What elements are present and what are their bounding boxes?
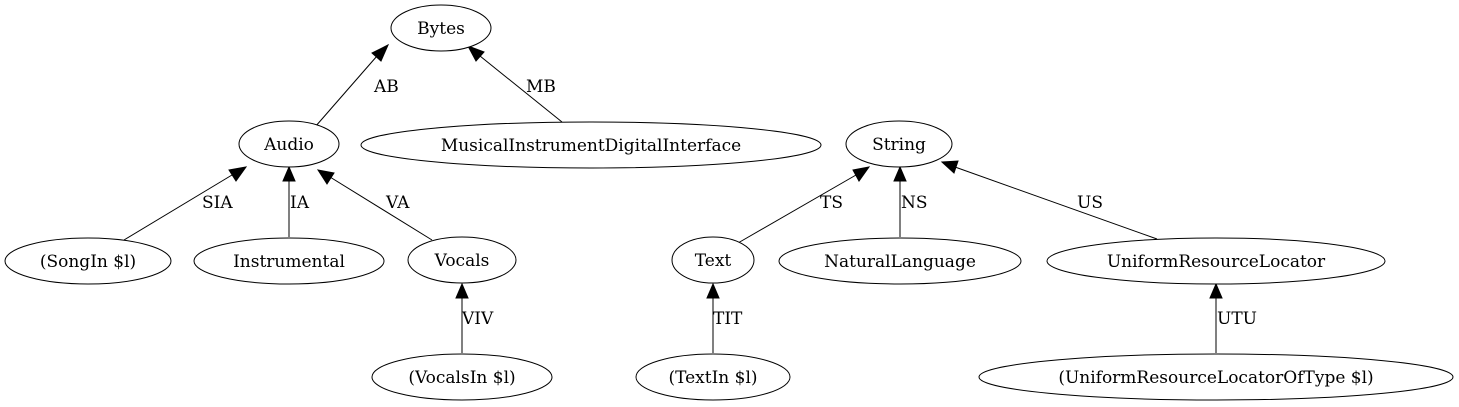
node-string-label: String xyxy=(872,135,926,155)
edge-label-tit: TIT xyxy=(713,309,743,329)
edge-urloftype-url: UTU xyxy=(1209,282,1257,353)
edge-audio-bytes: AB xyxy=(314,43,399,128)
edge-text-string: TS xyxy=(737,166,871,244)
edge-label-us: US xyxy=(1077,193,1103,213)
node-instrumental: Instrumental xyxy=(193,237,385,285)
node-songin: (SongIn $l) xyxy=(4,237,172,285)
edge-textin-text: TIT xyxy=(706,282,743,353)
node-vocalsin-label: (VocalsIn $l) xyxy=(408,368,515,388)
node-string: String xyxy=(845,120,953,168)
node-text-label: Text xyxy=(695,251,732,271)
edge-label-va: VA xyxy=(385,193,410,213)
edge-vocalsin-vocals: VIV xyxy=(455,282,494,353)
edge-label-utu: UTU xyxy=(1217,309,1257,329)
node-bytes-label: Bytes xyxy=(417,19,465,39)
edge-label-viv: VIV xyxy=(461,309,494,329)
node-naturallanguage: NaturalLanguage xyxy=(778,237,1022,285)
node-url: UniformResourceLocator xyxy=(1046,237,1386,285)
node-vocals-label: Vocals xyxy=(434,251,490,271)
node-audio: Audio xyxy=(238,120,340,168)
edge-label-ts: TS xyxy=(820,193,843,213)
node-midi: MusicalInstrumentDigitalInterface xyxy=(360,121,822,169)
edge-instrumental-audio: IA xyxy=(282,165,310,237)
edge-url-string: US xyxy=(940,160,1158,240)
edge-songin-audio: SIA xyxy=(123,166,248,241)
edge-label-sia: SIA xyxy=(202,193,233,213)
edge-vocals-audio: VA xyxy=(316,169,433,241)
node-textin: (TextIn $l) xyxy=(635,353,791,401)
edge-label-ia: IA xyxy=(290,193,310,213)
node-url-of-type-label: (UniformResourceLocatorOfType $l) xyxy=(1058,368,1373,388)
edge-label-ns: NS xyxy=(901,193,928,213)
edge-naturallanguage-string: NS xyxy=(893,165,928,237)
node-instrumental-label: Instrumental xyxy=(233,252,345,272)
node-naturallanguage-label: NaturalLanguage xyxy=(824,252,976,272)
edge-midi-bytes: MB xyxy=(466,45,563,123)
node-url-label: UniformResourceLocator xyxy=(1107,252,1326,272)
node-text: Text xyxy=(671,236,755,284)
node-audio-label: Audio xyxy=(263,135,314,155)
node-textin-label: (TextIn $l) xyxy=(668,368,757,388)
edge-label-mb: MB xyxy=(526,77,556,97)
node-songin-label: (SongIn $l) xyxy=(40,252,136,272)
node-bytes: Bytes xyxy=(390,4,492,52)
node-vocals: Vocals xyxy=(407,236,517,284)
edge-label-ab: AB xyxy=(373,77,399,97)
node-midi-label: MusicalInstrumentDigitalInterface xyxy=(441,136,741,156)
node-vocalsin: (VocalsIn $l) xyxy=(371,353,553,401)
node-url-of-type: (UniformResourceLocatorOfType $l) xyxy=(978,353,1454,401)
